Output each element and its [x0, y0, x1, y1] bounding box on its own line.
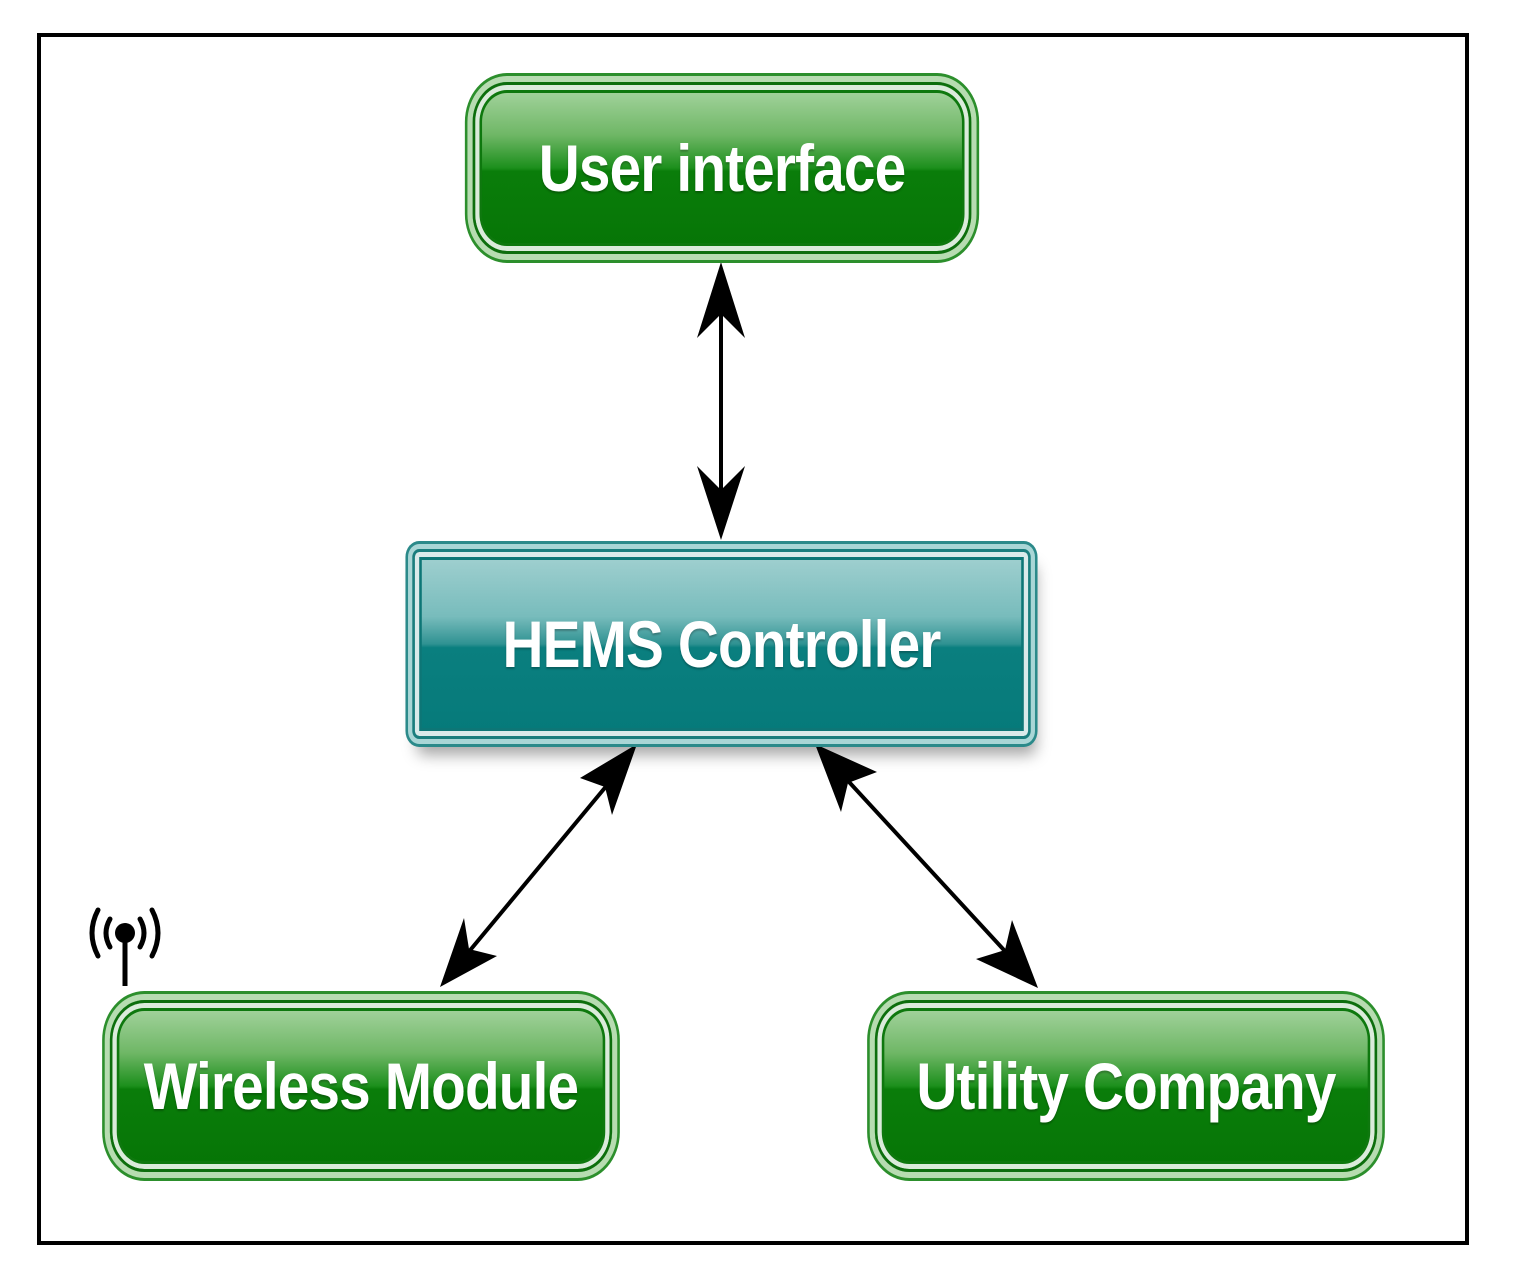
- arrow-hems-wireless: [440, 744, 637, 987]
- node-user-interface: User interface: [472, 82, 972, 254]
- arrow-ui-hems: [697, 262, 745, 540]
- node-wireless-module-label: Wireless Module: [143, 1049, 579, 1123]
- node-user-interface-label: User interface: [538, 131, 906, 205]
- node-hems-controller: HEMS Controller: [412, 549, 1031, 739]
- node-wireless-module: Wireless Module: [109, 1000, 613, 1172]
- arrow-hems-utility: [815, 744, 1038, 988]
- node-utility-company-label: Utility Company: [916, 1049, 1336, 1123]
- node-utility-company: Utility Company: [874, 1000, 1378, 1172]
- wireless-antenna-icon: [89, 907, 161, 986]
- node-hems-controller-label: HEMS Controller: [502, 607, 941, 681]
